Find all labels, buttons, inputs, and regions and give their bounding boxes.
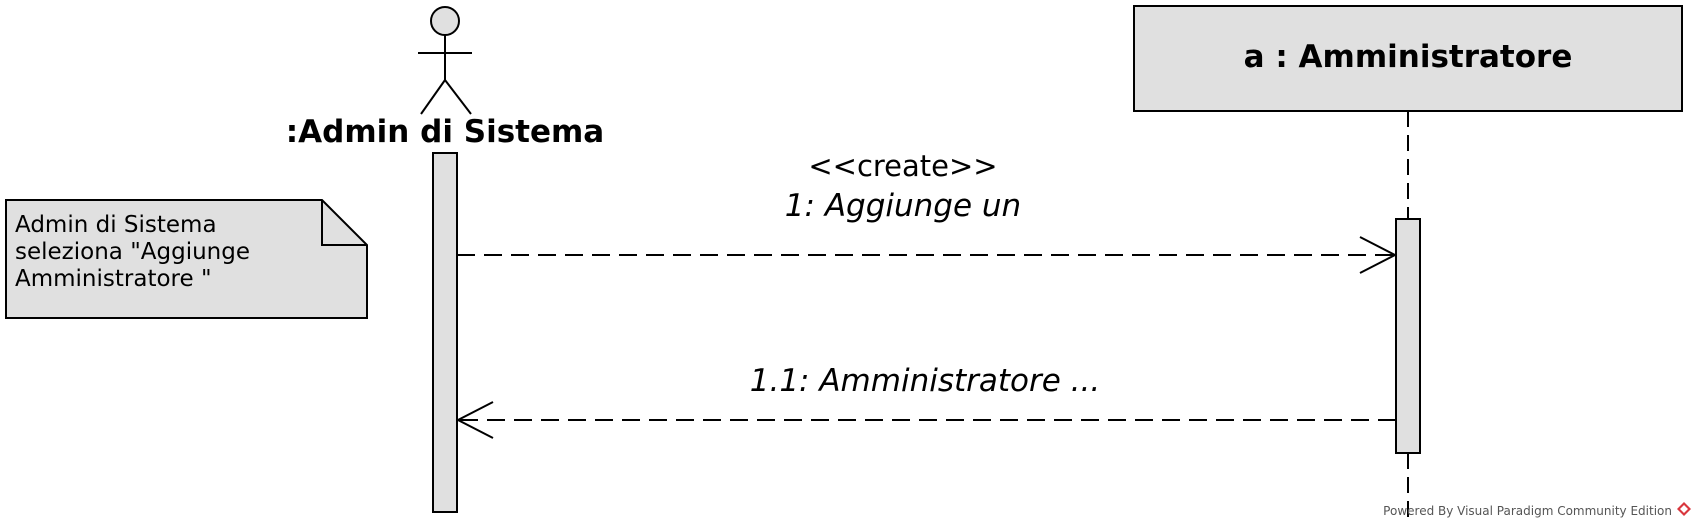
note-line-2: seleziona "Aggiunge: [15, 239, 250, 265]
note-line-1: Admin di Sistema: [15, 212, 217, 238]
actor-figure[interactable]: [418, 6, 472, 115]
object-head[interactable]: [1133, 5, 1683, 112]
message-1-stereotype: <<create>>: [808, 149, 997, 183]
note[interactable]: Admin di Sistema seleziona "Aggiunge Amm…: [5, 199, 368, 319]
message-2-label: 1.1: Amministratore ...: [750, 363, 1100, 399]
note-line-3: Amministratore ": [15, 266, 212, 292]
footer-text: Powered By Visual Paradigm Community Edi…: [1383, 504, 1672, 518]
actor-activation-bar[interactable]: [432, 152, 458, 513]
note-shape: [5, 199, 368, 319]
object-label: a : Amministratore: [1244, 39, 1573, 75]
message-2-arrowhead: [455, 401, 494, 439]
actor-left-leg: [420, 79, 446, 115]
object-activation-bar[interactable]: [1395, 218, 1421, 454]
note-fold: [321, 200, 367, 246]
actor-label[interactable]: :Admin di Sistema: [286, 114, 604, 150]
visual-paradigm-logo-icon: [1677, 502, 1691, 516]
actor-head: [430, 6, 460, 36]
message-1-label: 1: Aggiunge un: [785, 188, 1021, 224]
message-1-arrowhead: [1359, 236, 1398, 274]
actor-right-leg: [444, 79, 472, 115]
